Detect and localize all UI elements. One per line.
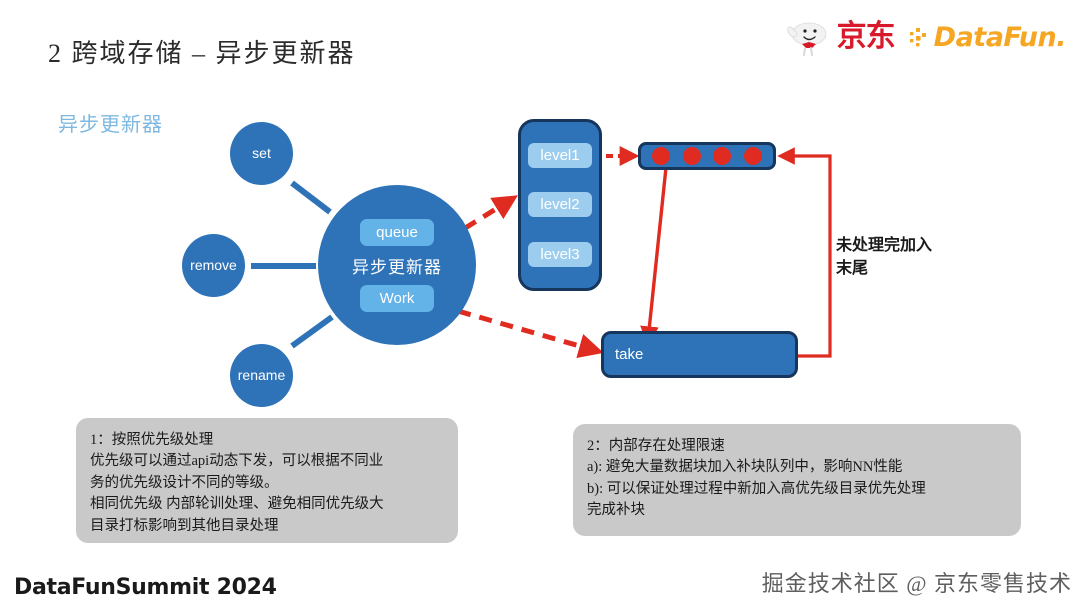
node-rename-label: rename xyxy=(237,367,286,384)
datafun-logo: DataFun. xyxy=(909,21,1067,53)
node-async-updater-label: 异步更新器 xyxy=(352,257,442,277)
pill-work[interactable]: Work xyxy=(360,284,434,312)
footer-brand: DataFunSummit 2024 xyxy=(14,575,277,600)
note-box-1: 1：按照优先级处理 优先级可以通过api动态下发，可以根据不同业 务的优先级设计… xyxy=(76,418,458,543)
node-remove[interactable]: remove xyxy=(182,234,245,297)
queue-dot xyxy=(682,147,701,165)
level-pill-1[interactable]: level1 xyxy=(528,143,592,169)
node-rename[interactable]: rename xyxy=(230,344,293,407)
arrow-take-back-to-dotqueue xyxy=(777,147,832,358)
queue-dot xyxy=(743,147,762,165)
loop-annotation: 未处理完加入 末尾 xyxy=(836,237,933,278)
take-box[interactable]: take xyxy=(601,331,798,378)
node-async-updater[interactable]: queue 异步更新器 Work xyxy=(318,185,476,345)
jd-logo: 京东 xyxy=(785,18,896,56)
datafun-logo-text: DataFun. xyxy=(933,21,1067,53)
section-label: 异步更新器 xyxy=(58,114,163,136)
connector-rename-to-center xyxy=(290,314,334,349)
level-stack[interactable]: level1 level2 level3 xyxy=(518,119,602,291)
page-title: 2 跨域存储 – 异步更新器 xyxy=(48,39,356,68)
take-box-label: take xyxy=(615,346,644,363)
level-pill-3[interactable]: level3 xyxy=(528,241,592,267)
queue-dot xyxy=(652,147,671,165)
datafun-dots-icon xyxy=(909,28,926,47)
node-set-label: set xyxy=(252,145,271,162)
arrow-dot-to-take xyxy=(640,157,669,346)
footer-attribution: 掘金技术社区 @ 京东零售技术 xyxy=(761,571,1072,596)
logo-area: 京东 DataFun. xyxy=(785,18,1067,56)
dot-queue-bar[interactable] xyxy=(638,142,776,170)
pill-queue[interactable]: queue xyxy=(360,218,434,246)
node-set[interactable]: set xyxy=(230,122,293,185)
node-remove-label: remove xyxy=(190,257,237,274)
level-pill-2[interactable]: level2 xyxy=(528,192,592,218)
queue-dot xyxy=(713,147,732,165)
note-box-2: 2：内部存在处理限速 a): 避免大量数据块加入补块队列中，影响NN性能 b):… xyxy=(573,424,1021,536)
jd-logo-text: 京东 xyxy=(836,19,896,54)
connector-set-to-center xyxy=(290,180,332,215)
jd-dog-mascot-icon xyxy=(787,22,827,56)
